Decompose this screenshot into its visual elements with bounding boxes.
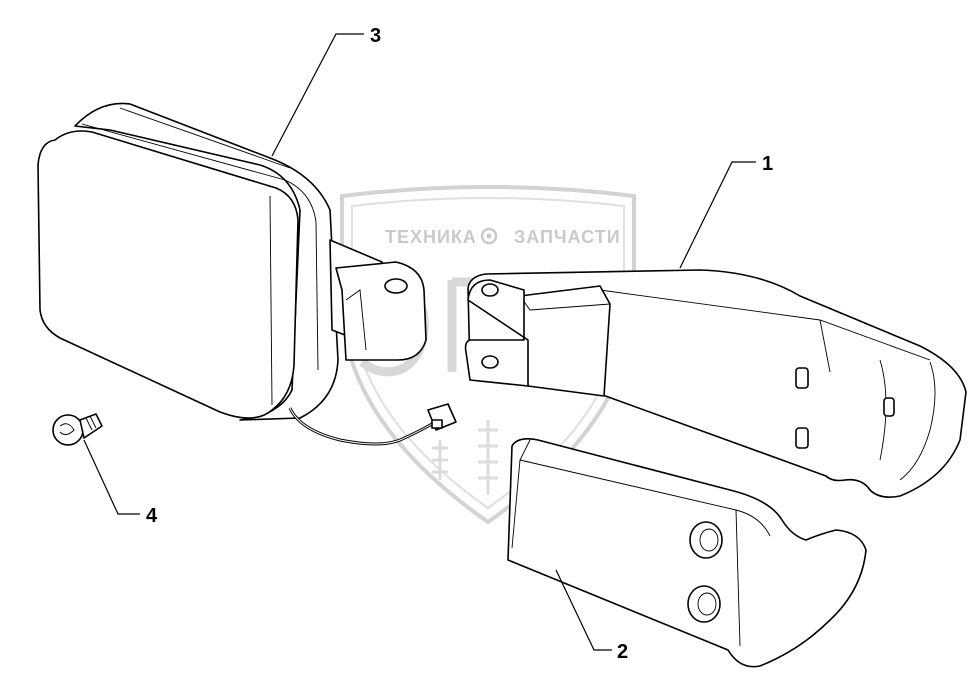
- callout-4: 4: [83, 439, 158, 527]
- callout-label-3: 3: [370, 25, 381, 47]
- watermark-shield: [340, 185, 636, 525]
- bracket-1-hole-bottom: [481, 355, 499, 369]
- watermark-right-text: ЗАПЧАСТИ: [514, 227, 621, 247]
- lamp-front-face: [37, 130, 299, 419]
- clamp-2-holes: [687, 521, 723, 623]
- watermark-left-text: ТЕХНИКА: [385, 227, 477, 247]
- bracket-1-fork: [464, 279, 529, 387]
- bracket-1-pins: [795, 367, 895, 449]
- bulb-icon: [52, 413, 103, 446]
- callout-label-4: 4: [146, 505, 158, 527]
- clamp-2-body: [507, 438, 867, 668]
- callout-label-2: 2: [617, 641, 628, 663]
- watermark-shield-inner: [351, 197, 625, 510]
- upper-bracket-part-1: [464, 269, 967, 498]
- bracket-1-raised-block: [519, 285, 611, 397]
- lamp-housing-part-3: [37, 102, 427, 421]
- lamp-bracket-arm: [335, 261, 427, 361]
- wire-connector-icon: [427, 403, 457, 431]
- callout-1: 1: [679, 153, 773, 269]
- lamp-rear-shell: [74, 102, 339, 421]
- watermark-gear-icon: [480, 227, 498, 245]
- lower-clamp-part-2: [507, 438, 867, 668]
- pivot-pin: [384, 278, 408, 294]
- bracket-1-hole-top: [481, 283, 499, 297]
- callout-2: 2: [555, 569, 628, 663]
- lamp-wire: [288, 407, 433, 446]
- callout-label-1: 1: [762, 153, 773, 175]
- callout-3: 3: [271, 25, 381, 157]
